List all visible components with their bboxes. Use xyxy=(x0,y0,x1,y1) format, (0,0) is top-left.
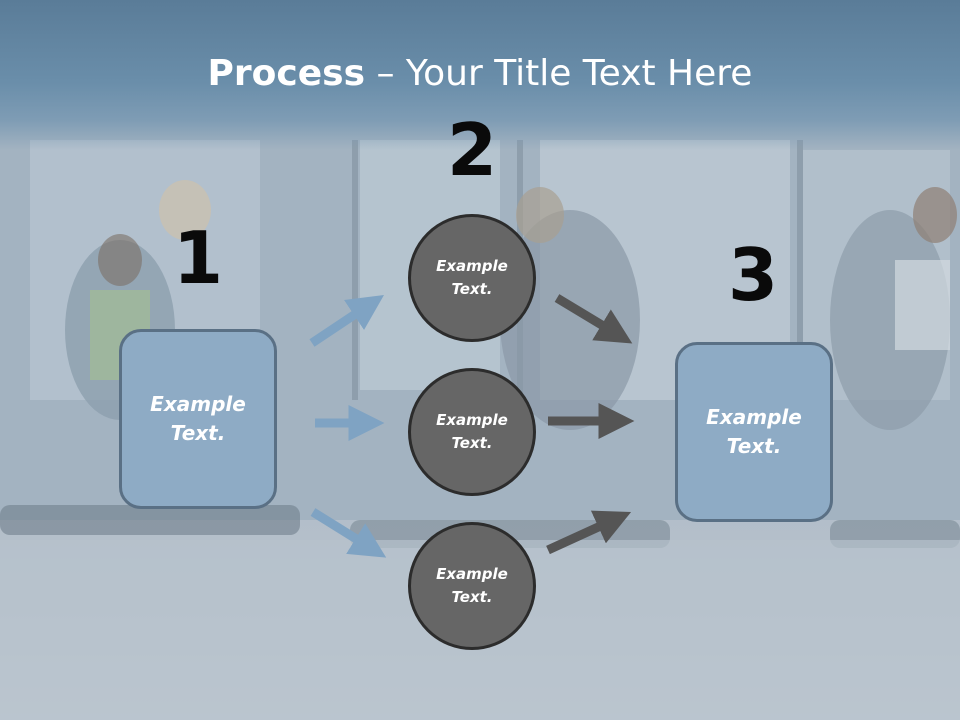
arrow-bottom-to-step3 xyxy=(546,510,632,555)
circle-text: Example Text. xyxy=(436,411,508,452)
title-band xyxy=(0,0,960,150)
arrow-step1-to-top xyxy=(309,295,384,347)
arrow-top-to-step3 xyxy=(554,294,633,344)
arrow-step1-to-bottom xyxy=(310,508,387,558)
step-3-text: Example Text. xyxy=(706,405,802,458)
step-1-text: Example Text. xyxy=(150,392,246,445)
step-1-box: Example Text. xyxy=(119,329,277,509)
title-rest: – Your Title Text Here xyxy=(365,53,753,94)
circle-text: Example Text. xyxy=(436,257,508,298)
step-2-number: 2 xyxy=(446,108,498,192)
step-2-circle-top: Example Text. xyxy=(408,214,536,342)
step-3-box: Example Text. xyxy=(675,342,833,522)
step-3-number: 3 xyxy=(727,233,779,317)
step-2-circle-bottom: Example Text. xyxy=(408,522,536,650)
title-bold: Process xyxy=(207,53,366,94)
circle-text: Example Text. xyxy=(436,565,508,606)
step-2-circle-middle: Example Text. xyxy=(408,368,536,496)
slide-title: Process – Your Title Text Here xyxy=(0,52,960,96)
step-1-number: 1 xyxy=(172,216,224,300)
